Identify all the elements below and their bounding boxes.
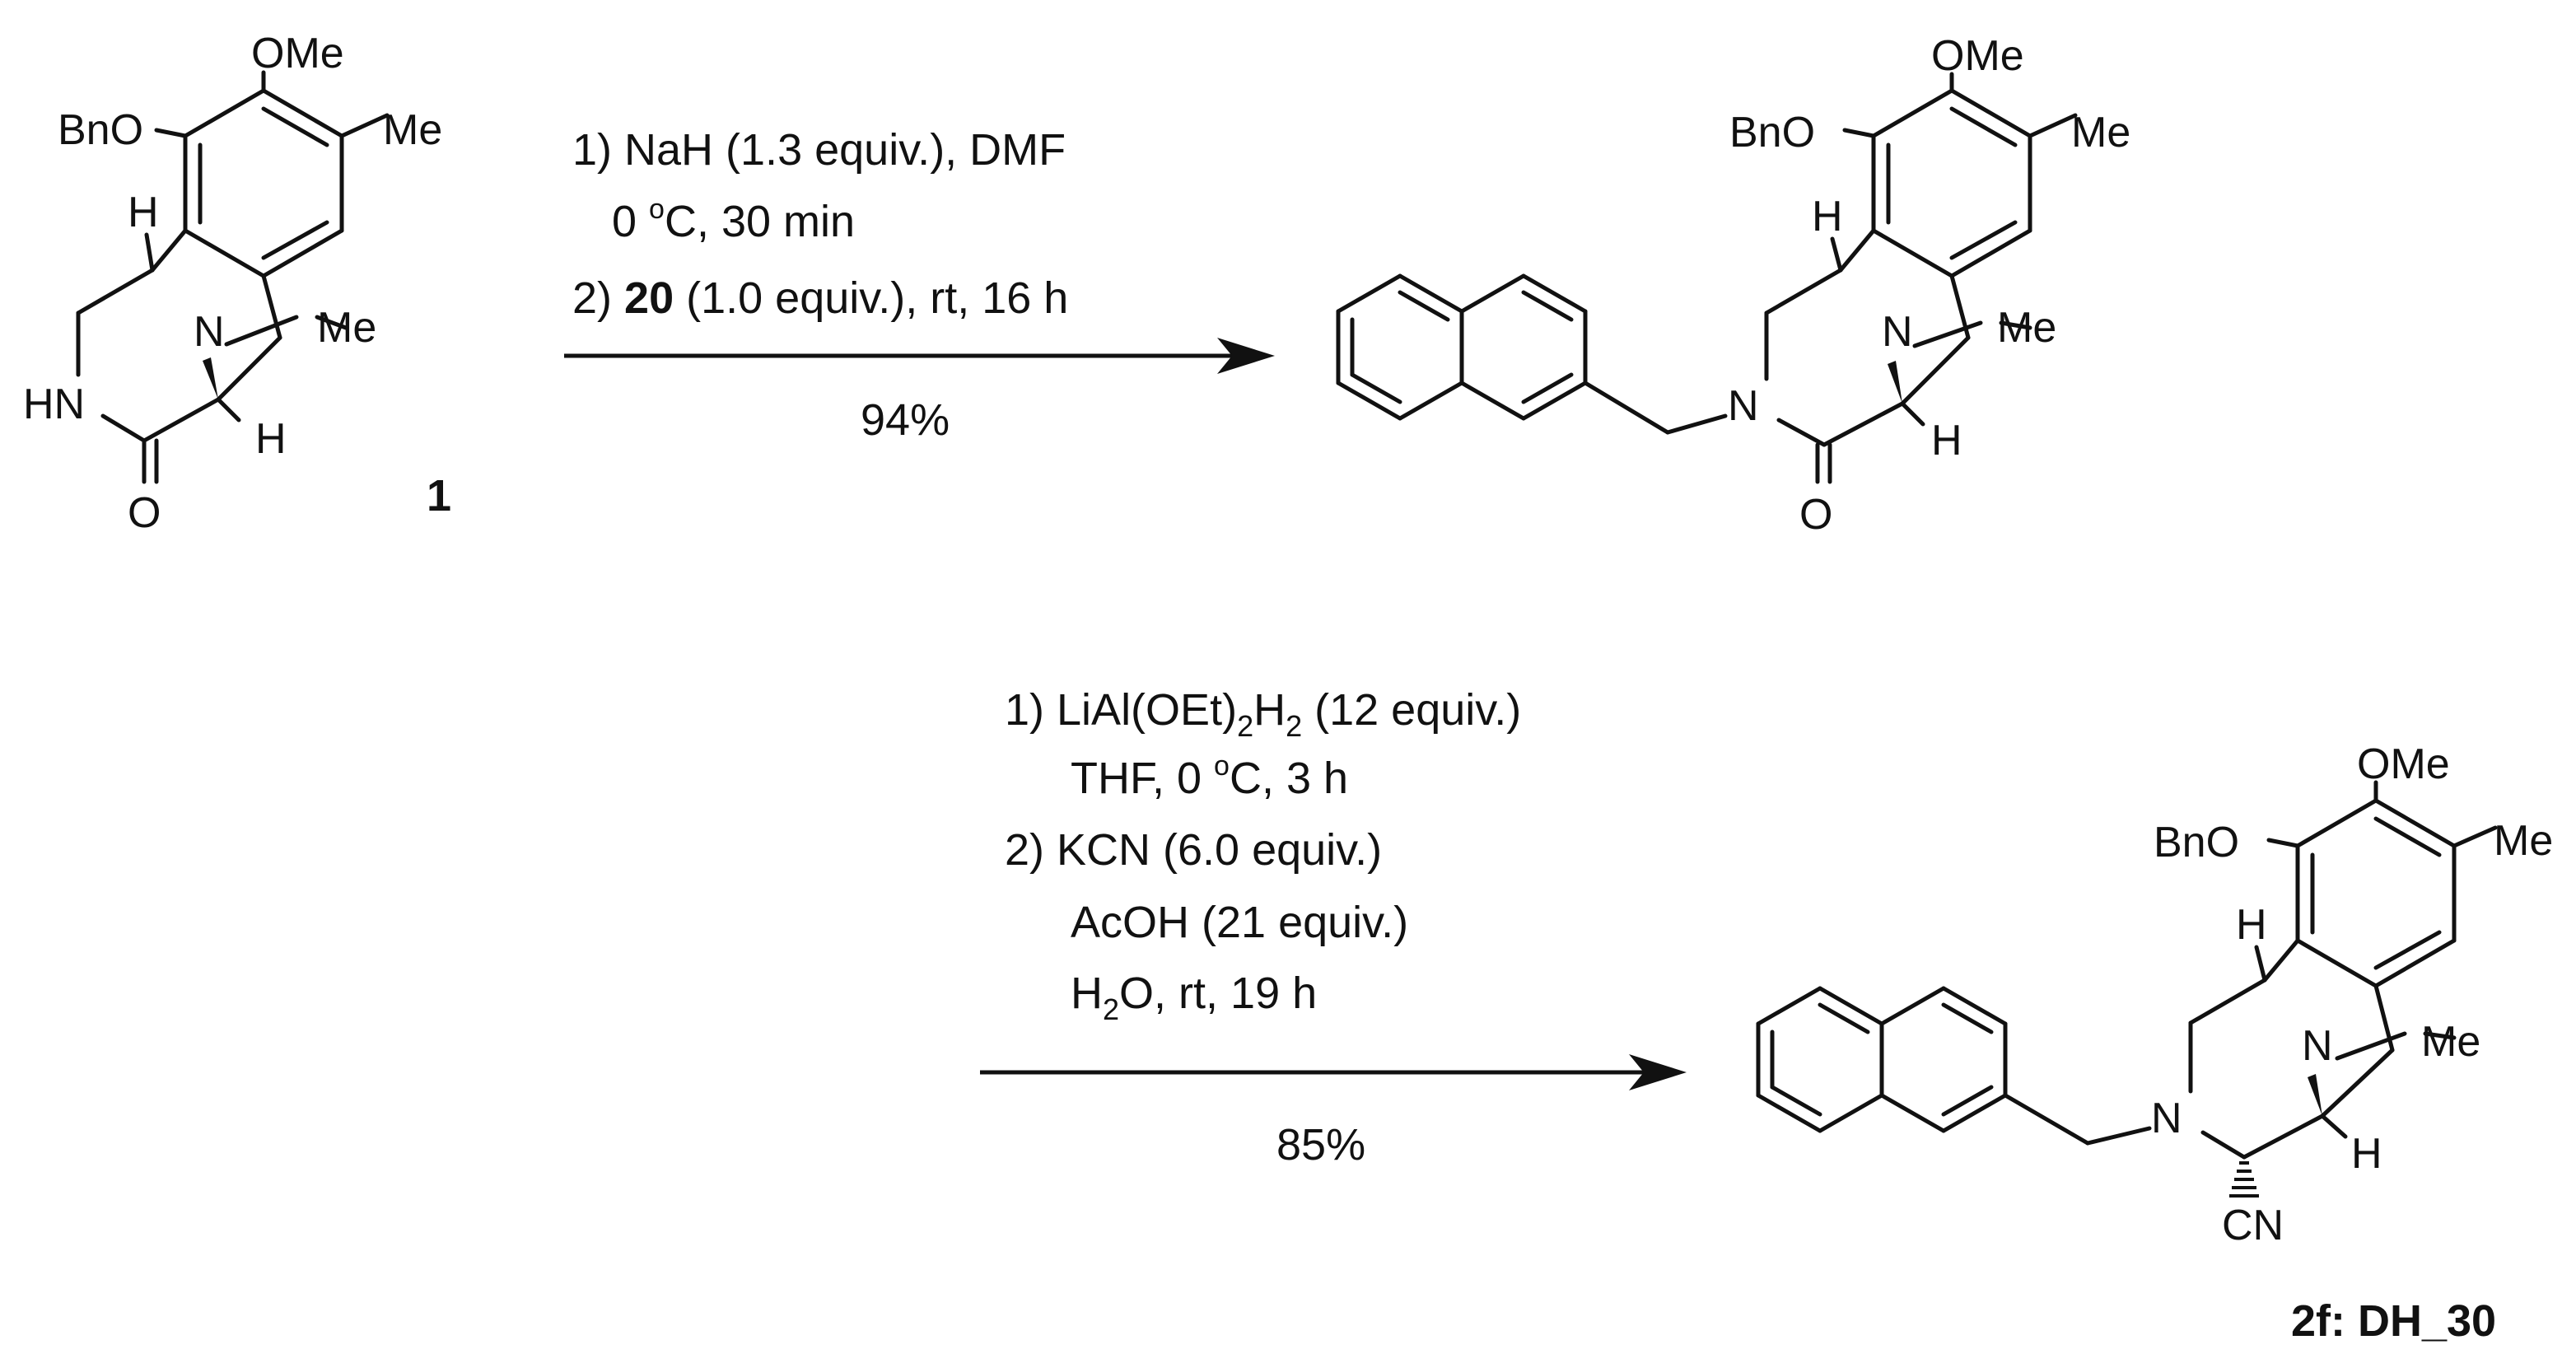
compound-1-structure: OMe Me BnO H N Me HN H O 1 [23,30,451,537]
ome-label: OMe [2357,740,2450,788]
reaction-1-step-1-temp: 0 oC, 30 min [612,194,855,246]
h-label: H [2236,901,2267,949]
reaction-1-arrowhead [1217,338,1275,374]
n-ring-label: N [2151,1095,2182,1142]
product-bonds [1756,780,2498,1198]
me-label: Me [2494,817,2553,865]
bno-label: BnO [1729,109,1815,156]
n-bridge-label: N [2302,1022,2333,1070]
h-label: H [128,189,159,236]
n-methyl-label: Me [2421,1018,2480,1066]
bno-label: BnO [58,106,143,154]
n-methyl-label: Me [317,304,376,352]
h-label: H [1812,193,1843,240]
reaction-2-arrowhead [1629,1054,1687,1090]
compound-label: 1 [427,471,451,521]
bno-label: BnO [2154,819,2239,866]
compound-1-atom-labels: OMe Me BnO H N Me HN H O [23,30,442,537]
reaction-1-yield: 94% [861,395,950,445]
ome-label: OMe [251,30,344,77]
reaction-1-step-1: 1) NaH (1.3 equiv.), DMF [572,125,1066,175]
reaction-2-step-2-acid: AcOH (21 equiv.) [1071,898,1408,947]
compound-label: 2f: DH_30 [2291,1296,2496,1346]
reaction-2-step-2-solvent: H2O, rt, 19 h [1071,969,1317,1026]
h-label: H [1931,417,1962,465]
intermediate-atom-labels: OMe Me BnO H N Me N H O [1728,32,2130,539]
reaction-2-step-2: 2) KCN (6.0 equiv.) [1005,825,1382,875]
me-label: Me [2071,109,2130,156]
intermediate-structure: OMe Me BnO H N Me N H O [1336,32,2130,539]
h-label: H [2351,1130,2382,1178]
compound-1-bonds [76,70,390,484]
hn-label: HN [23,381,85,428]
cyano-label: CN [2222,1202,2284,1249]
reaction-1: 1) NaH (1.3 equiv.), DMF 0 oC, 30 min 2)… [564,125,1275,445]
reaction-1-step-2: 2) 20 (1.0 equiv.), rt, 16 h [572,273,1068,323]
n-ring-label: N [1728,382,1759,430]
intermediate-bonds [1336,72,2078,484]
n-methyl-label: Me [1997,304,2056,352]
reaction-2-yield: 85% [1276,1120,1365,1170]
carbonyl-o-label: O [1799,491,1832,539]
reaction-2-step-1-temp: THF, 0 oC, 3 h [1071,750,1348,803]
n-bridge-label: N [1882,308,1913,356]
ome-label: OMe [1931,32,2024,80]
reaction-2: 1) LiAl(OEt)2H2 (12 equiv.) THF, 0 oC, 3… [980,685,1687,1170]
reaction-2-step-1: 1) LiAl(OEt)2H2 (12 equiv.) [1005,685,1521,743]
n-bridge-label: N [194,308,225,356]
product-atom-labels: OMe Me BnO H N Me N H CN [2151,740,2553,1249]
h-label: H [255,415,287,463]
carbonyl-o-label: O [128,489,161,537]
product-structure: OMe Me BnO H N Me N H CN 2f: DH_30 [1756,740,2553,1346]
me-label: Me [383,106,442,154]
